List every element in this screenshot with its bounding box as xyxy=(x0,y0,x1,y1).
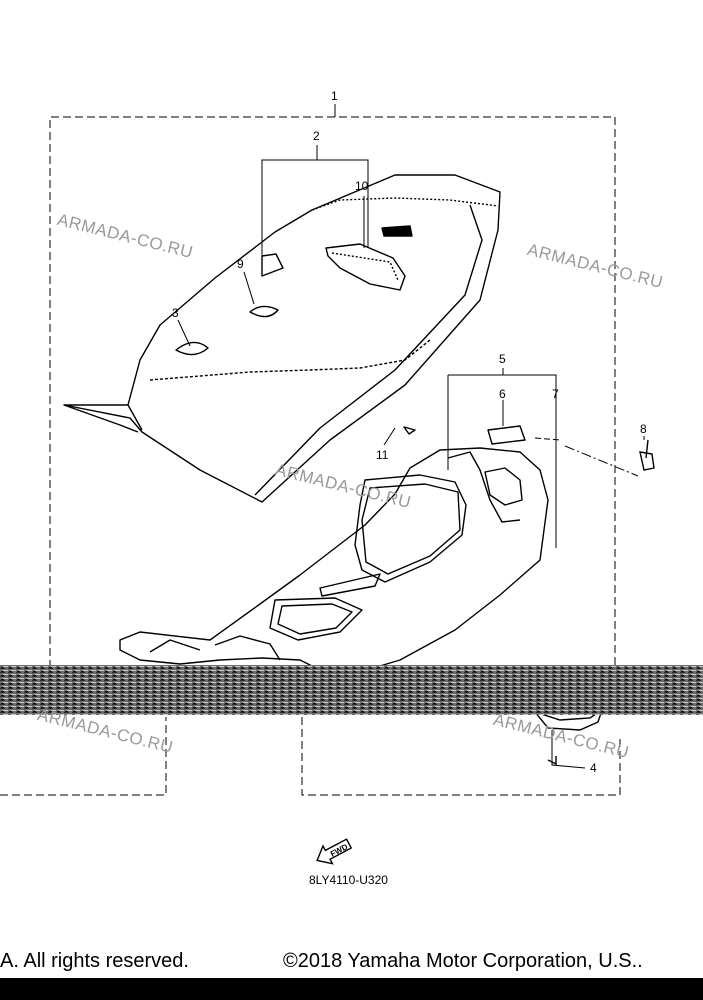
hull-deck xyxy=(119,425,549,673)
callout-1: 1 xyxy=(331,89,338,103)
fwd-arrow-icon: FWD xyxy=(316,838,353,865)
callout-labels: 1 2 3 4 5 6 7 8 9 10 11 xyxy=(172,89,647,775)
callout-11: 11 xyxy=(376,448,389,462)
callout-6: 6 xyxy=(499,387,506,401)
callout-2: 2 xyxy=(313,129,320,143)
diagram-code: 8LY4110-U320 xyxy=(309,873,388,887)
copyright-left: A. All rights reserved. xyxy=(0,950,189,972)
callout-4: 4 xyxy=(590,761,597,775)
part-4-bracket xyxy=(532,708,604,766)
part-8-bolt xyxy=(639,439,655,471)
callout-9: 9 xyxy=(237,257,244,271)
callout-10: 10 xyxy=(355,179,369,193)
assembly-boundary xyxy=(0,116,621,796)
callout-3: 3 xyxy=(172,306,179,320)
callout-8: 8 xyxy=(640,422,647,436)
copyright-right: ©2018 Yamaha Motor Corporation, U.S.. xyxy=(283,950,643,972)
seat-assembly xyxy=(63,174,501,503)
scan-noise-band xyxy=(0,665,703,715)
bottom-bar xyxy=(0,978,703,1000)
callout-7: 7 xyxy=(552,387,559,401)
leader-lines xyxy=(177,104,645,769)
callout-5: 5 xyxy=(499,352,506,366)
